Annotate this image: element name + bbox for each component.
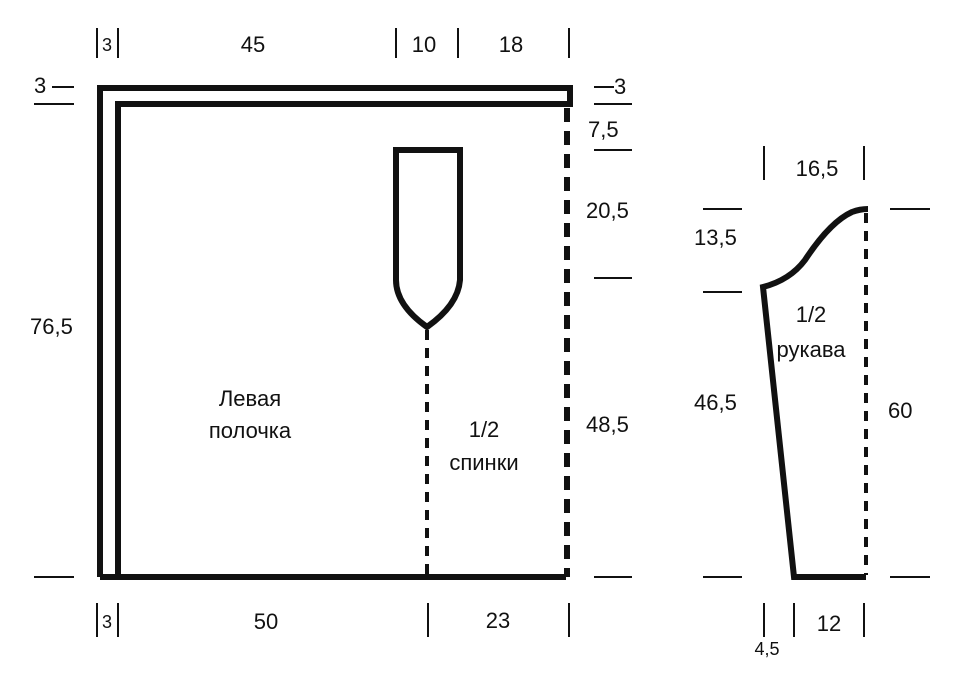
front-label-line2: полочка [209, 418, 292, 443]
right-body-dimensions: 3 7,5 20,5 48,5 [586, 74, 632, 578]
sleeve-top-width-dim: 16,5 [796, 156, 839, 181]
sleeve-label-line2: рукава [776, 337, 846, 362]
sleeve-piece: 1/2 рукава [759, 206, 869, 580]
sleeve-outline [759, 206, 869, 580]
sleeve-cap-height-dim: 13,5 [694, 225, 737, 250]
bottom-dimensions: 3 50 23 [96, 603, 570, 637]
front-label-line1: Левая [219, 386, 281, 411]
top-front-dim: 45 [241, 32, 265, 57]
bottom-back-dim: 23 [486, 608, 510, 633]
sleeve-side-length-dim: 46,5 [694, 390, 737, 415]
body-piece: Левая полочка 1/2 спинки [97, 85, 573, 580]
sleeve-total-length-dim: 60 [888, 398, 912, 423]
top-cuff-dim: 3 [102, 35, 112, 55]
left-height-dim: 76,5 [30, 314, 73, 339]
right-armhole-dim: 20,5 [586, 198, 629, 223]
sleeve-bottom-offset-dim: 4,5 [754, 639, 779, 659]
top-dimensions: 3 45 10 18 [96, 28, 570, 58]
left-top-step-dim: 3 [34, 73, 46, 98]
sleeve-dimensions: 16,5 13,5 46,5 60 4,5 12 [694, 146, 930, 659]
body-outer-outline [97, 85, 573, 577]
back-label-line1: 1/2 [469, 417, 500, 442]
right-top-step-dim: 3 [614, 74, 626, 99]
sleeve-label-line1: 1/2 [796, 302, 827, 327]
right-lower-dim: 48,5 [586, 412, 629, 437]
back-label-line2: спинки [449, 450, 518, 475]
top-neck-dim: 10 [412, 32, 436, 57]
bottom-cuff-dim: 3 [102, 612, 112, 632]
sleeve-bottom-width-dim: 12 [817, 611, 841, 636]
top-back-dim: 18 [499, 32, 523, 57]
right-shoulder-dim: 7,5 [588, 117, 619, 142]
left-dimensions: 3 76,5 [30, 73, 74, 578]
armhole-outline [393, 147, 463, 331]
bottom-front-dim: 50 [254, 609, 278, 634]
